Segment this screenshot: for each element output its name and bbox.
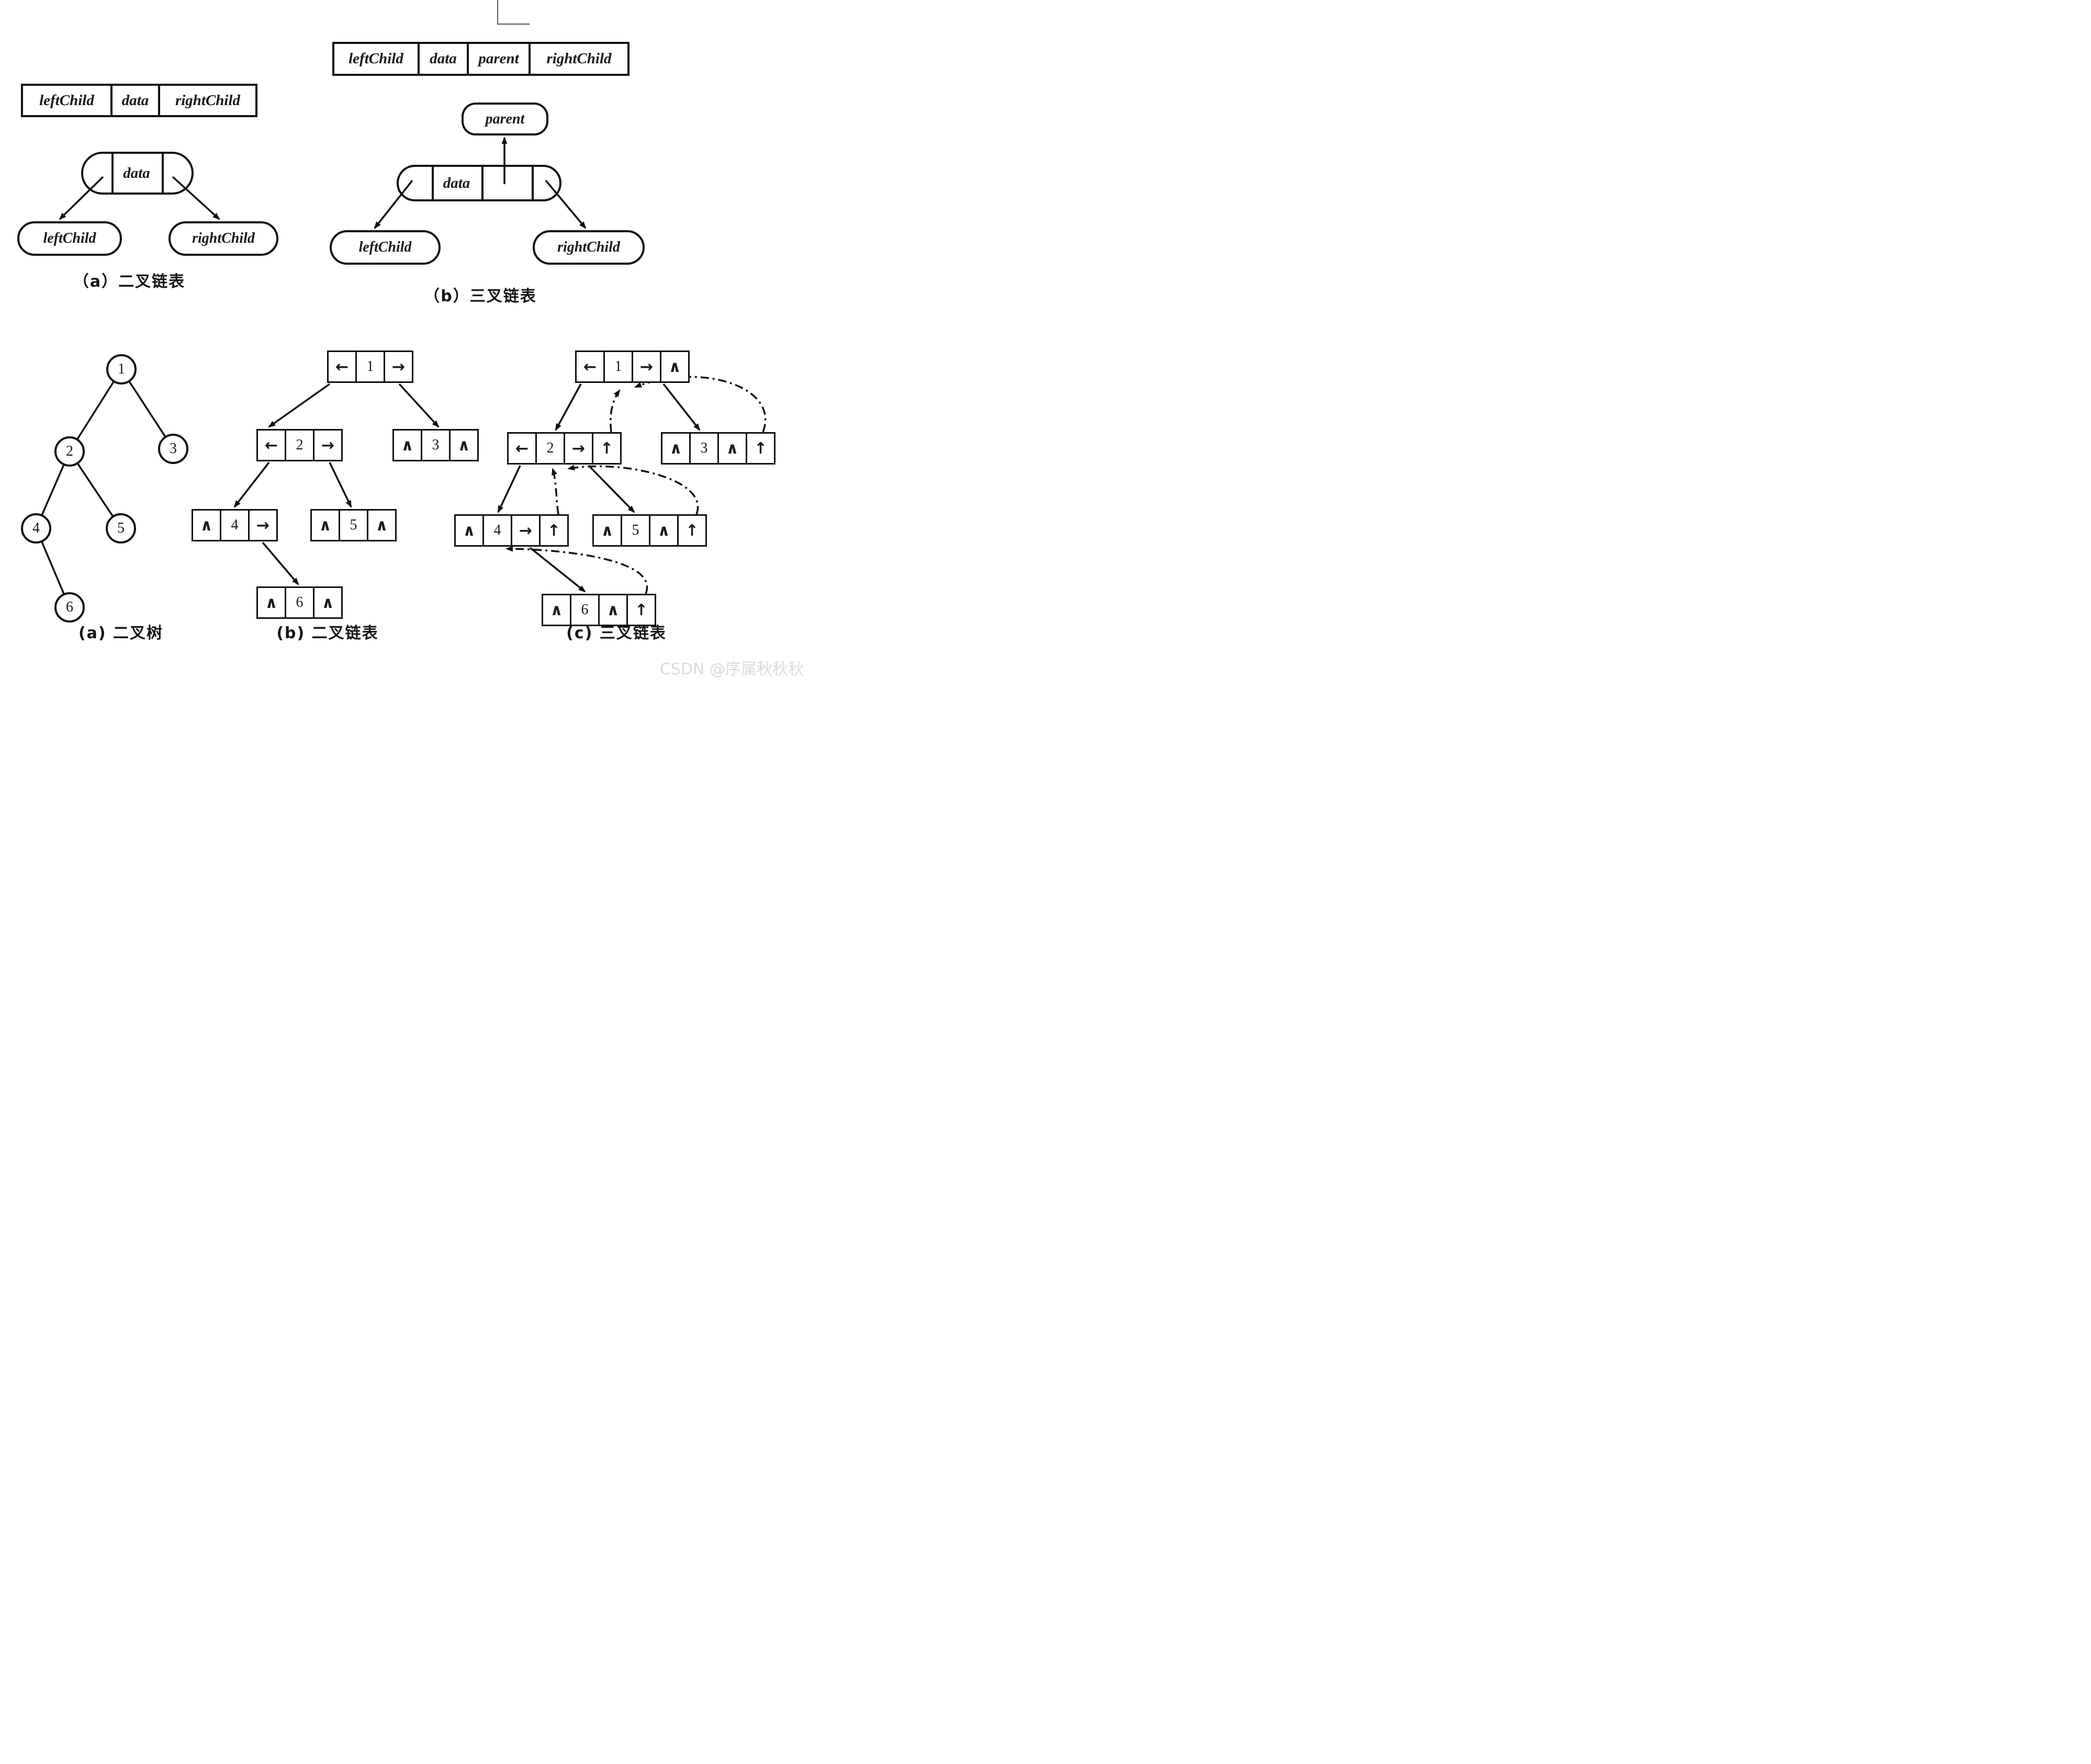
caption-binary-tree: (a) 二叉树 (78, 624, 164, 642)
left-pointer-cell: ∧ (454, 514, 484, 547)
data-cell: 2 (285, 429, 314, 461)
triple-list-node-4: ∧ 4 → ↑ (454, 514, 569, 547)
struct-cell-leftchild: leftChild (21, 84, 113, 117)
data-cell: 3 (421, 429, 451, 461)
tree-node-5: 5 (106, 513, 136, 544)
triple-list-child-pointer-arrows (497, 383, 701, 593)
compartment-divider (162, 154, 164, 193)
tree-node-1: 1 (106, 354, 137, 385)
data-cell: 3 (689, 432, 719, 465)
left-pointer-cell: ∧ (661, 432, 691, 465)
rightchild-capsule: rightChild (533, 230, 645, 265)
left-pointer-cell: ∧ (542, 594, 571, 626)
data-cell: 4 (220, 509, 250, 541)
binary-list-node-6: ∧ 6 ∧ (256, 586, 343, 619)
left-pointer-cell: ∧ (192, 509, 221, 541)
right-pointer-cell: → (384, 350, 413, 383)
left-pointer-cell: ← (575, 350, 605, 383)
parent-pointer-cell: ∧ (660, 350, 690, 383)
parent-pointer-cell: ↑ (677, 514, 707, 547)
left-pointer-cell: ← (507, 432, 537, 465)
triple-list-node-6: ∧ 6 ∧ ↑ (542, 594, 656, 626)
left-pointer-cell: ∧ (310, 509, 340, 541)
binary-list-node-1: ← 1 → (327, 350, 413, 383)
struct-cell-leftchild: leftChild (332, 42, 420, 76)
compartment-divider (111, 154, 114, 193)
struct-cell-data: data (110, 84, 160, 117)
binary-list-node-3: ∧ 3 ∧ (392, 429, 479, 461)
binary-list-node-5: ∧ 5 ∧ (310, 509, 397, 541)
right-pointer-cell: → (248, 509, 278, 541)
rightchild-capsule: rightChild (168, 221, 278, 256)
data-cell: 1 (355, 350, 385, 383)
parent-pointer-cell: ↑ (746, 432, 775, 465)
right-pointer-cell: → (313, 429, 343, 461)
tree-node-4: 4 (21, 513, 51, 544)
parent-pointer-cell: ↑ (592, 432, 622, 465)
watermark: CSDN @序属秋秋秋 (659, 660, 804, 679)
parent-pointer-cell: ↑ (539, 514, 569, 547)
compartment-divider (532, 167, 534, 199)
struct-cell-rightchild: rightChild (158, 84, 257, 117)
compartment-divider (481, 167, 484, 199)
triple-list-node-3: ∧ 3 ∧ ↑ (661, 432, 775, 465)
page-corner-mark-vertical (497, 0, 498, 24)
right-pointer-cell: → (511, 514, 541, 547)
struct-cell-data: data (418, 42, 469, 76)
struct-cell-parent: parent (467, 42, 531, 76)
triple-node-struct-box: leftChild data parent rightChild (332, 42, 629, 76)
right-pointer-cell: ∧ (717, 432, 747, 465)
left-pointer-cell: ∧ (392, 429, 422, 461)
triple-list-node-5: ∧ 5 ∧ ↑ (592, 514, 707, 547)
binary-list-node-2: ← 2 → (256, 429, 343, 461)
leftchild-capsule: leftChild (330, 230, 441, 265)
tree-node-6: 6 (54, 592, 85, 623)
triple-list-node-2: ← 2 → ↑ (507, 432, 622, 465)
data-cell: 5 (339, 509, 368, 541)
data-compartment-label: data (123, 164, 150, 182)
triple-list-parent-pointer-curves (505, 376, 767, 594)
left-pointer-cell: ∧ (256, 586, 286, 619)
struct-cell-rightchild: rightChild (529, 42, 629, 76)
data-compartment-label: data (443, 174, 470, 191)
right-pointer-cell: ∧ (649, 514, 679, 547)
left-pointer-cell: ∧ (592, 514, 622, 547)
data-cell: 1 (603, 350, 633, 383)
tree-edges (35, 369, 174, 608)
right-pointer-cell: → (632, 350, 661, 383)
data-cell: 6 (285, 586, 314, 619)
left-pointer-cell: ← (256, 429, 286, 461)
compartment-divider (432, 167, 434, 199)
binary-node-capsule: data (81, 152, 194, 195)
diagram-canvas: leftChild data rightChild data leftChild… (0, 0, 809, 682)
tree-node-2: 2 (54, 436, 85, 467)
right-pointer-cell: → (564, 432, 593, 465)
data-cell: 2 (535, 432, 565, 465)
binary-list-node-4: ∧ 4 → (192, 509, 278, 541)
right-pointer-cell: ∧ (449, 429, 479, 461)
tree-node-3: 3 (158, 434, 188, 464)
caption-triple-list: (c) 三叉链表 (566, 624, 667, 642)
triple-node-capsule: data (397, 165, 561, 201)
left-pointer-cell: ← (327, 350, 357, 383)
data-cell: 4 (482, 514, 512, 547)
caption-triple-struct: （b）三叉链表 (424, 287, 537, 306)
binary-node-struct-box: leftChild data rightChild (21, 84, 257, 117)
leftchild-capsule: leftChild (17, 221, 122, 256)
caption-binary-struct: （a）二叉链表 (73, 273, 186, 291)
page-corner-mark-horizontal (497, 24, 530, 25)
caption-binary-list: (b) 二叉链表 (276, 624, 379, 642)
right-pointer-cell: ∧ (313, 586, 343, 619)
parent-pointer-cell: ↑ (626, 594, 656, 626)
right-pointer-cell: ∧ (367, 509, 397, 541)
triple-list-node-1: ← 1 → ∧ (575, 350, 690, 383)
parent-capsule: parent (462, 103, 548, 135)
binary-list-child-pointer-arrows (233, 383, 440, 585)
data-cell: 5 (621, 514, 650, 547)
